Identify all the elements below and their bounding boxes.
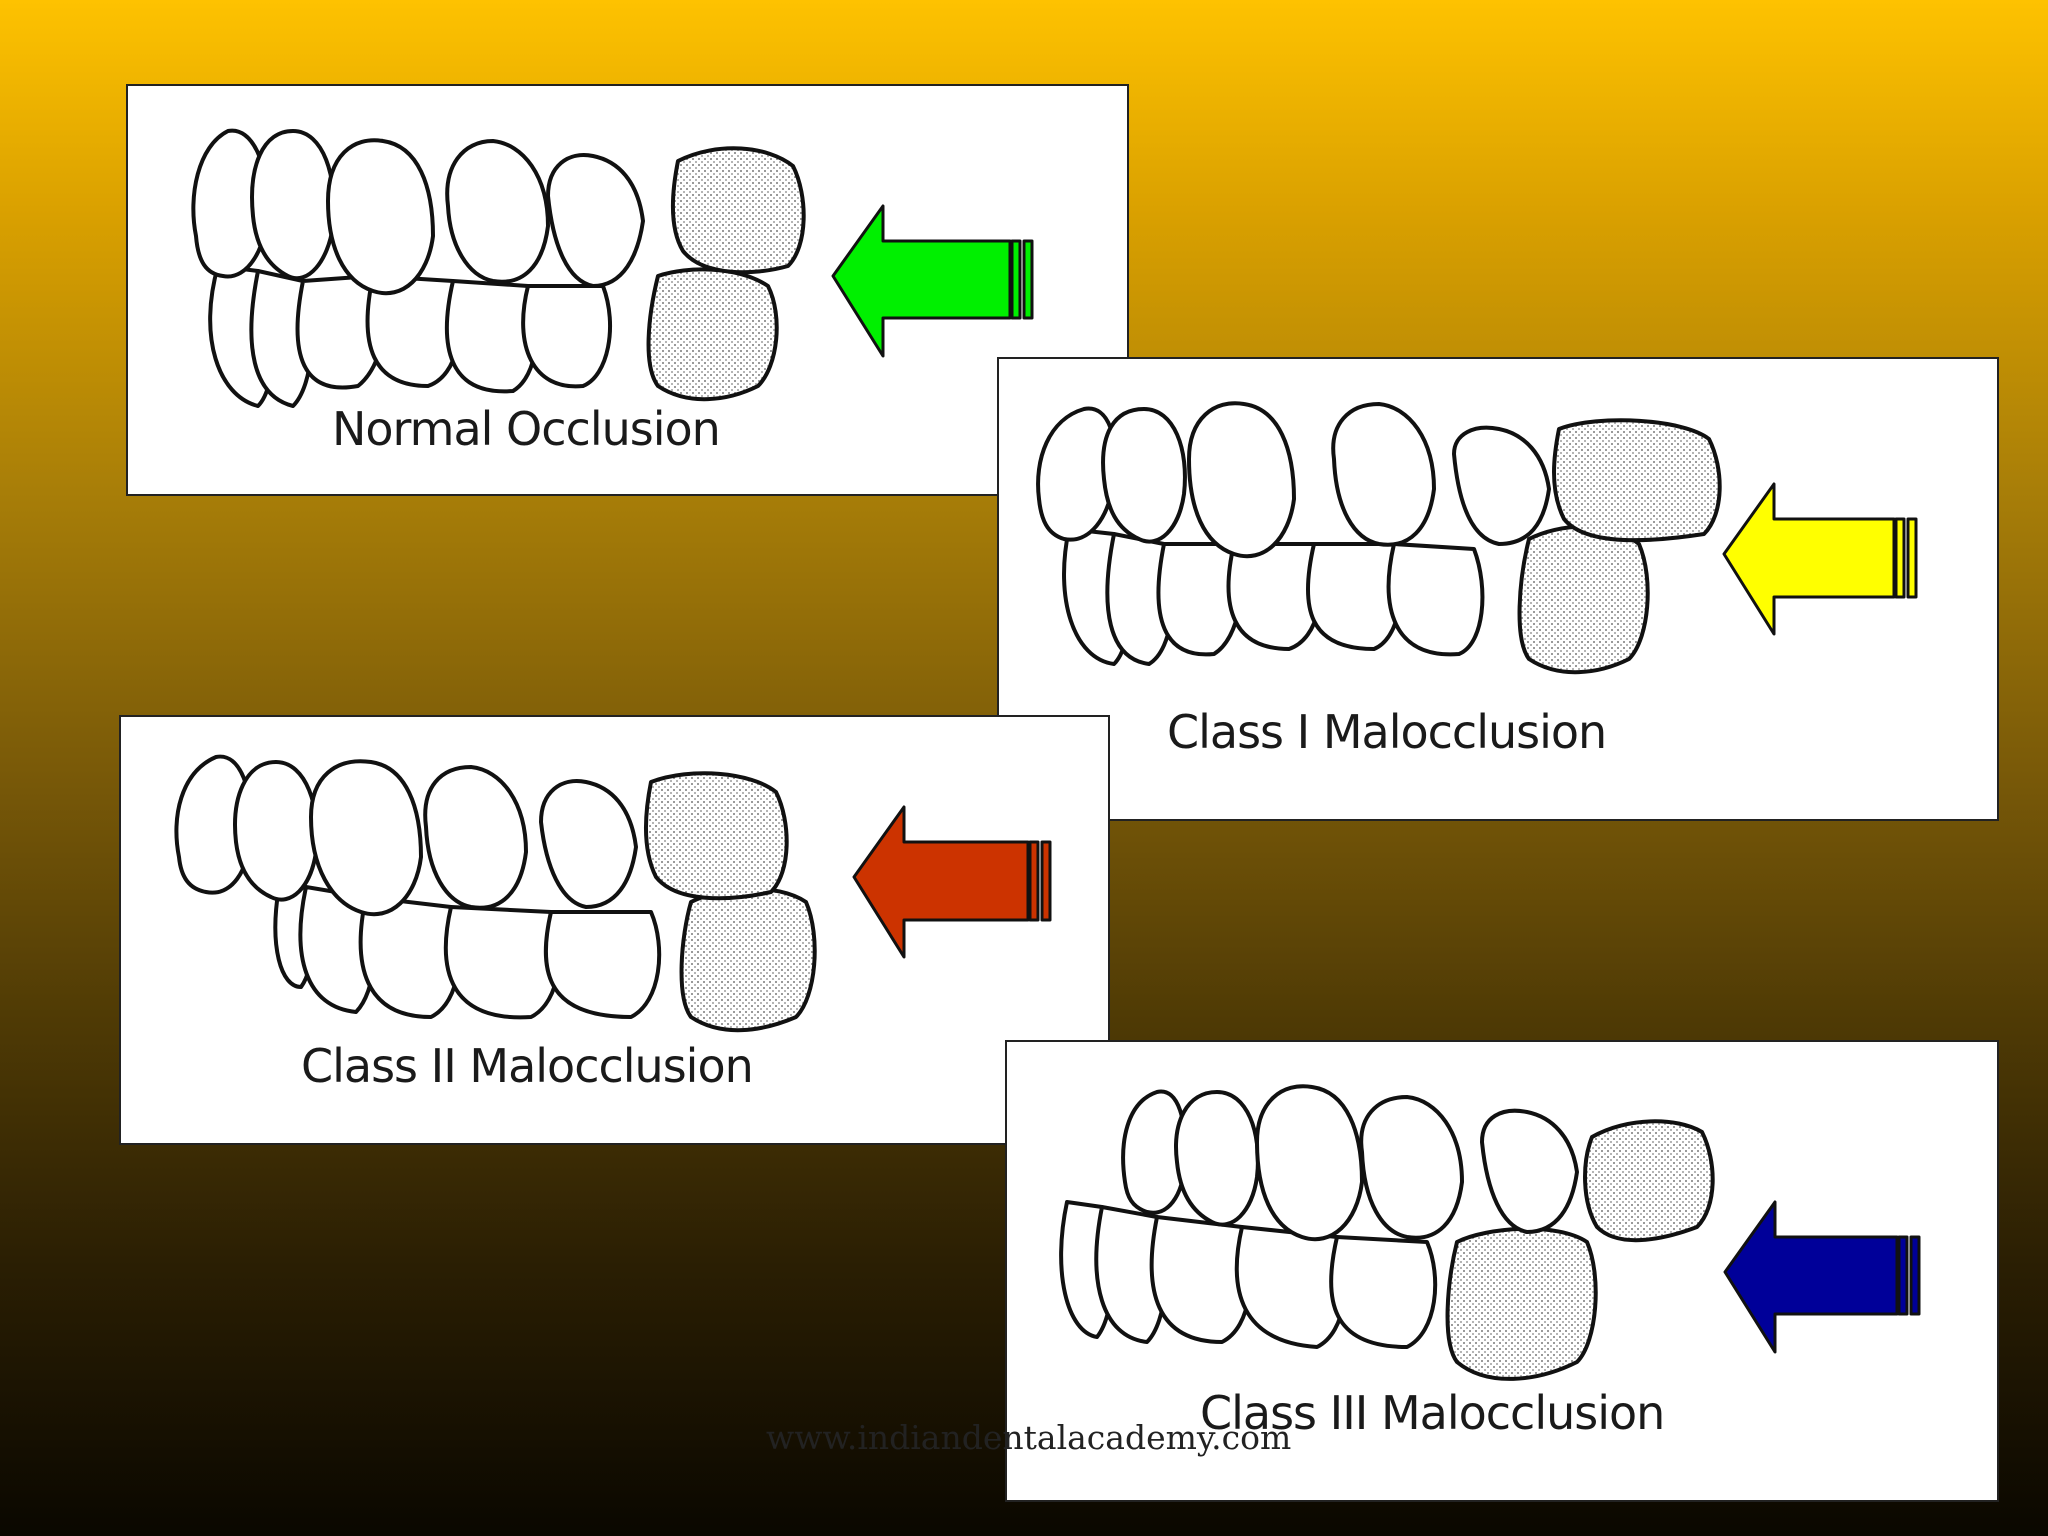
panel-class-ii-malocclusion: Class II Malocclusion [119,715,1110,1145]
arrow-tail-icon [1897,1235,1909,1316]
teeth-diagram [1036,401,1918,675]
arrow-icon [852,805,1030,959]
arrow-icon [1722,482,1896,636]
arrow-tail-icon [1909,1235,1921,1316]
arrow-tail-icon [1906,517,1918,599]
arrow-tail-icon [1010,239,1022,320]
arrow-tail-icon [1022,239,1034,320]
watermark-text: www.indiandentalacademy.com [766,1418,1292,1457]
panel-label: Class I Malocclusion [1167,705,1607,759]
panel-label: Class III Malocclusion [1200,1386,1665,1440]
arrow-tail-icon [1894,517,1906,599]
arrow-tail-icon [1040,840,1052,922]
panel-class-iii-malocclusion: Class III Malocclusion [1005,1040,1999,1502]
panel-label: Class II Malocclusion [301,1039,754,1093]
arrow-icon [831,204,1012,358]
teeth-diagram [1059,1084,1921,1381]
panel-label: Normal Occlusion [332,402,721,456]
teeth-diagram [191,128,1034,408]
panel-normal-occlusion: Normal Occlusion [126,84,1129,496]
teeth-diagram [174,754,1052,1033]
arrow-tail-icon [1028,840,1040,922]
panel-class-i-malocclusion: Class I Malocclusion [997,357,1999,821]
arrow-icon [1723,1200,1899,1354]
